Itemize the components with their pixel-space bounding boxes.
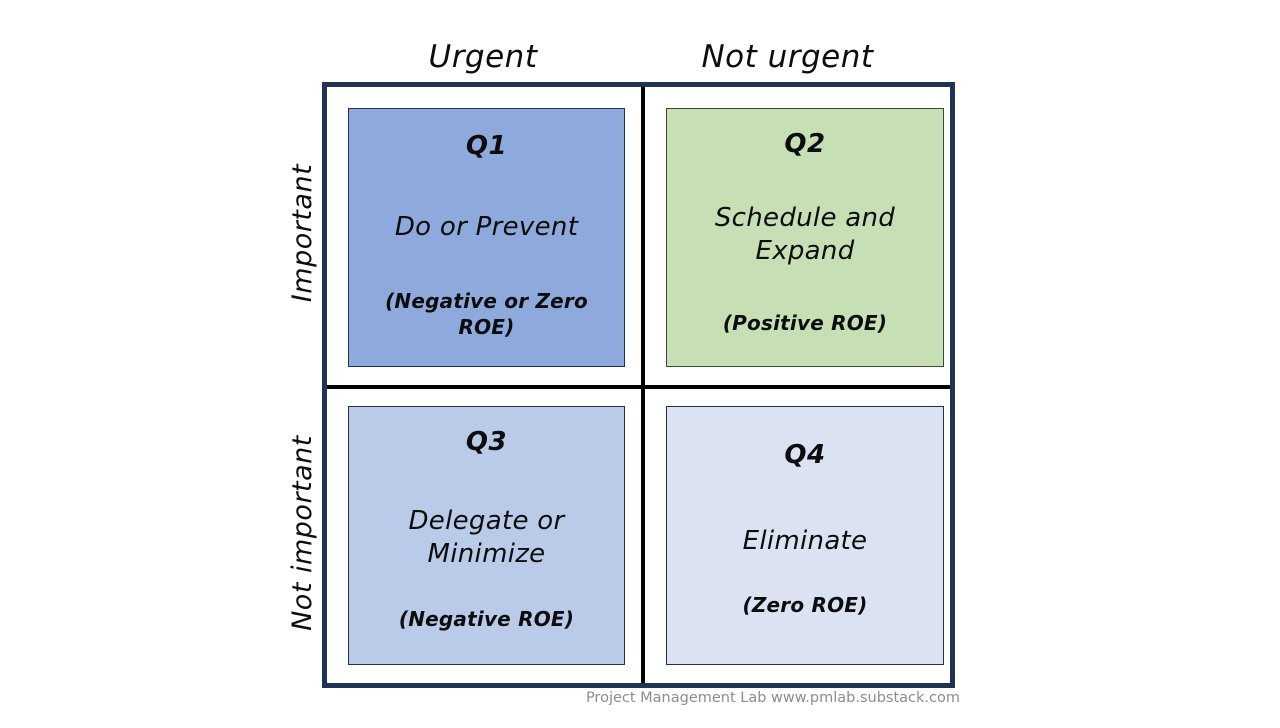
quadrant-q2-action: Schedule and Expand — [714, 203, 896, 266]
matrix-frame: Q1 Do or Prevent (Negative or Zero ROE) … — [322, 82, 955, 688]
quadrant-q2[interactable]: Q2 Schedule and Expand (Positive ROE) — [666, 108, 944, 367]
quadrant-q2-roe: (Positive ROE) — [722, 311, 888, 335]
quadrant-q2-label: Q2 — [784, 129, 826, 159]
quadrant-q3[interactable]: Q3 Delegate or Minimize (Negative ROE) — [348, 406, 625, 665]
quadrant-q3-label: Q3 — [465, 427, 508, 457]
quadrant-q4-roe: (Zero ROE) — [742, 593, 868, 617]
column-header-urgent: Urgent — [428, 39, 538, 75]
row-header-not-important: Not important — [287, 435, 318, 631]
footer-credit: Project Management Lab www.pmlab.substac… — [585, 690, 960, 706]
quadrant-q1-action: Do or Prevent — [394, 212, 579, 242]
quadrant-q4[interactable]: Q4 Eliminate (Zero ROE) — [666, 406, 944, 665]
quadrant-q3-action: Delegate or Minimize — [408, 506, 565, 569]
quadrant-q3-roe: (Negative ROE) — [398, 607, 575, 631]
divider-horizontal — [327, 385, 950, 389]
column-header-not-urgent: Not urgent — [701, 39, 874, 75]
quadrant-q4-action: Eliminate — [742, 526, 868, 556]
quadrant-q1-label: Q1 — [465, 131, 508, 161]
quadrant-q1-roe: (Negative or Zero ROE) — [385, 289, 588, 339]
quadrant-q1[interactable]: Q1 Do or Prevent (Negative or Zero ROE) — [348, 108, 625, 367]
quadrant-q4-label: Q4 — [784, 440, 826, 470]
